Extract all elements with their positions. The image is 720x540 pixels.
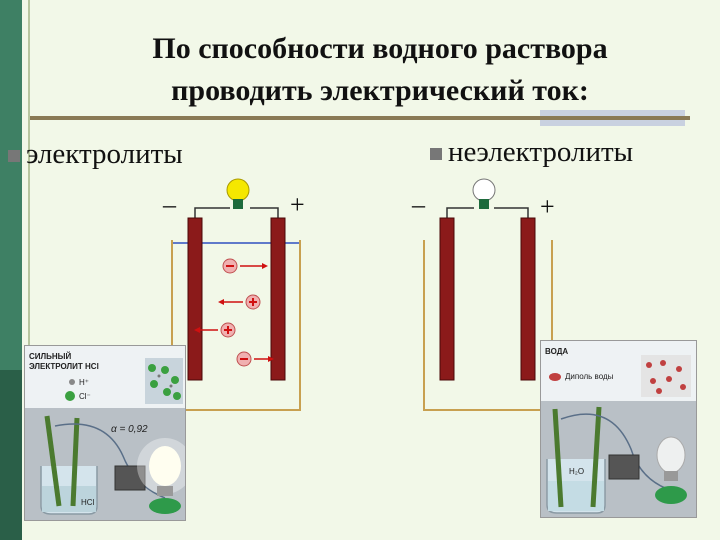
h-ion-label: H⁺ bbox=[79, 378, 89, 387]
lit-bulb-icon bbox=[226, 178, 250, 209]
dipole-label: Диполь воды bbox=[565, 372, 614, 381]
anode-electrode bbox=[520, 217, 536, 381]
photo-title-line-2: ЭЛЕКТРОЛИТ HCl bbox=[29, 362, 99, 371]
anion-moving-right bbox=[222, 258, 268, 274]
cation-moving-left bbox=[194, 322, 236, 338]
bullet-icon bbox=[8, 150, 20, 163]
electrode-rod bbox=[70, 417, 80, 507]
slide-horizontal-rule bbox=[30, 116, 690, 120]
slide-vertical-rule bbox=[28, 0, 30, 390]
top-wire-right bbox=[250, 207, 279, 218]
battery bbox=[114, 465, 146, 491]
dissociation-degree: α = 0,92 bbox=[111, 424, 148, 435]
electrode-rod bbox=[44, 415, 62, 507]
electrolyte-circuit bbox=[171, 178, 301, 411]
title-line-2: проводить электрический ток: bbox=[171, 74, 589, 107]
right-minus-sign: – bbox=[412, 190, 425, 219]
left-plus-sign: + bbox=[290, 190, 305, 219]
photo-title-line-1: СИЛЬНЫЙ bbox=[29, 352, 72, 361]
cathode-electrode bbox=[439, 217, 455, 381]
bulb-socket bbox=[655, 486, 687, 504]
dipole-cluster-backdrop bbox=[641, 355, 691, 397]
water-experiment-photo: ВОДА Диполь воды H₂O bbox=[540, 340, 697, 518]
right-plus-sign: + bbox=[540, 192, 555, 221]
electrode-rod bbox=[590, 406, 602, 508]
cl-ion-label: Cl⁻ bbox=[79, 392, 91, 401]
photo-title: ВОДА bbox=[545, 347, 569, 356]
nonelectrolyte-circuit bbox=[423, 178, 553, 411]
title-line-1: По способности водного раствора bbox=[152, 32, 608, 65]
heading-electrolytes: электролиты bbox=[8, 138, 183, 171]
cathode-electrode bbox=[187, 217, 203, 381]
unlit-bulb-icon bbox=[472, 178, 496, 209]
slide-title: По способности водного раствора проводит… bbox=[40, 28, 720, 112]
cl-ion-marker bbox=[65, 391, 75, 401]
wire bbox=[560, 413, 674, 492]
heading-nonelectrolytes-text: неэлектролиты bbox=[448, 136, 634, 168]
unlit-bulb-icon bbox=[656, 436, 686, 474]
beaker-label: HCl bbox=[81, 498, 95, 507]
electrode-rod bbox=[552, 408, 564, 508]
battery bbox=[608, 454, 640, 480]
bullet-icon bbox=[430, 148, 442, 161]
top-wire-left bbox=[194, 207, 230, 218]
hcl-experiment-photo: СИЛЬНЫЙ ЭЛЕКТРОЛИТ HCl H⁺ Cl⁻ α = 0,92 H… bbox=[24, 345, 186, 521]
hcl-photo-drawing bbox=[25, 358, 185, 520]
lit-bulb-icon bbox=[149, 446, 181, 486]
top-wire-right bbox=[494, 207, 529, 218]
water-dipole-icon bbox=[549, 373, 561, 381]
anode-electrode bbox=[270, 217, 286, 381]
bulb-socket bbox=[149, 498, 181, 514]
water-photo-drawing bbox=[541, 355, 696, 517]
heading-nonelectrolytes: неэлектролиты bbox=[430, 136, 633, 169]
anion-moving-right bbox=[236, 351, 274, 367]
vessel-outline bbox=[171, 240, 301, 411]
h-ion-marker bbox=[69, 379, 75, 385]
slide-side-bar-accent bbox=[0, 370, 22, 540]
photo-title: СИЛЬНЫЙ ЭЛЕКТРОЛИТ HCl bbox=[29, 352, 99, 372]
wire bbox=[54, 423, 166, 499]
cation-moving-left bbox=[218, 294, 261, 310]
left-minus-sign: – bbox=[163, 190, 176, 219]
heading-electrolytes-text: электролиты bbox=[26, 138, 183, 170]
vessel-outline bbox=[423, 240, 553, 411]
beaker-label: H₂O bbox=[569, 467, 585, 476]
top-wire-left bbox=[446, 207, 474, 218]
